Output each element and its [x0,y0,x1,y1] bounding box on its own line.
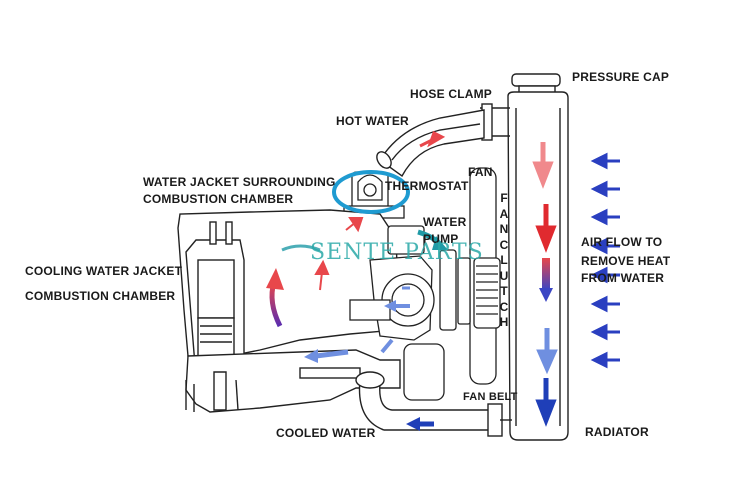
label-cooling-jacket-line1: COOLING WATER JACKET [25,264,183,278]
label-air-flow-line2: REMOVE HEAT [581,254,671,268]
flow-arrows [266,130,620,431]
fan-clutch-letter: H [499,315,509,329]
label-hot-water: HOT WATER [336,114,409,128]
label-water-jacket-line2: COMBUSTION CHAMBER [143,192,294,206]
fan-clutch-letter: C [499,299,509,314]
fan-assembly [403,167,501,401]
label-fan-belt: FAN BELT [463,391,518,403]
label-radiator: RADIATOR [585,425,649,439]
radiator-arrow-3 [542,258,550,290]
fan-clutch-letter: C [499,237,509,252]
radiator-arrow-5 [535,378,557,427]
lower-hose [355,371,512,437]
engine-block [177,209,401,413]
fan-clutch-letter: A [499,206,509,221]
label-thermostat: THERMOSTAT [385,179,469,193]
label-fan: FAN [468,165,493,179]
air-flow-arrows [590,152,620,369]
fan-clutch-letter: N [499,222,509,236]
label-fan-clutch: F A N C L U T C H [497,191,511,331]
label-water-pump-line1: WATER [423,215,467,229]
fan-clutch-letter: F [500,191,508,205]
label-water-jacket-line1: WATER JACKET SURROUNDING [143,175,336,189]
watermark: SENTE PARTS [310,240,484,265]
label-cooling-jacket-line2: COMBUSTION CHAMBER [25,289,176,303]
label-water-pump-line2: PUMP [423,232,459,246]
thermostat-highlight-ring [332,170,410,214]
water-pump [349,225,435,341]
fan-clutch-letter: U [499,268,509,283]
radiator-arrow-2 [535,204,557,253]
label-cooled-water: COOLED WATER [276,426,376,440]
watermark-swoosh [281,244,321,252]
label-hose-clamp: HOSE CLAMP [410,87,493,101]
fan-clutch-letter: L [500,253,508,267]
label-air-flow-line1: AIR FLOW TO [581,235,663,249]
label-pressure-cap: PRESSURE CAP [572,70,670,84]
fan-clutch-letter: T [500,284,508,298]
pressure-cap [511,73,561,87]
radiator-arrow-1 [532,142,554,189]
label-air-flow-line3: FROM WATER [581,271,665,285]
radiator-arrow-4 [536,328,558,375]
